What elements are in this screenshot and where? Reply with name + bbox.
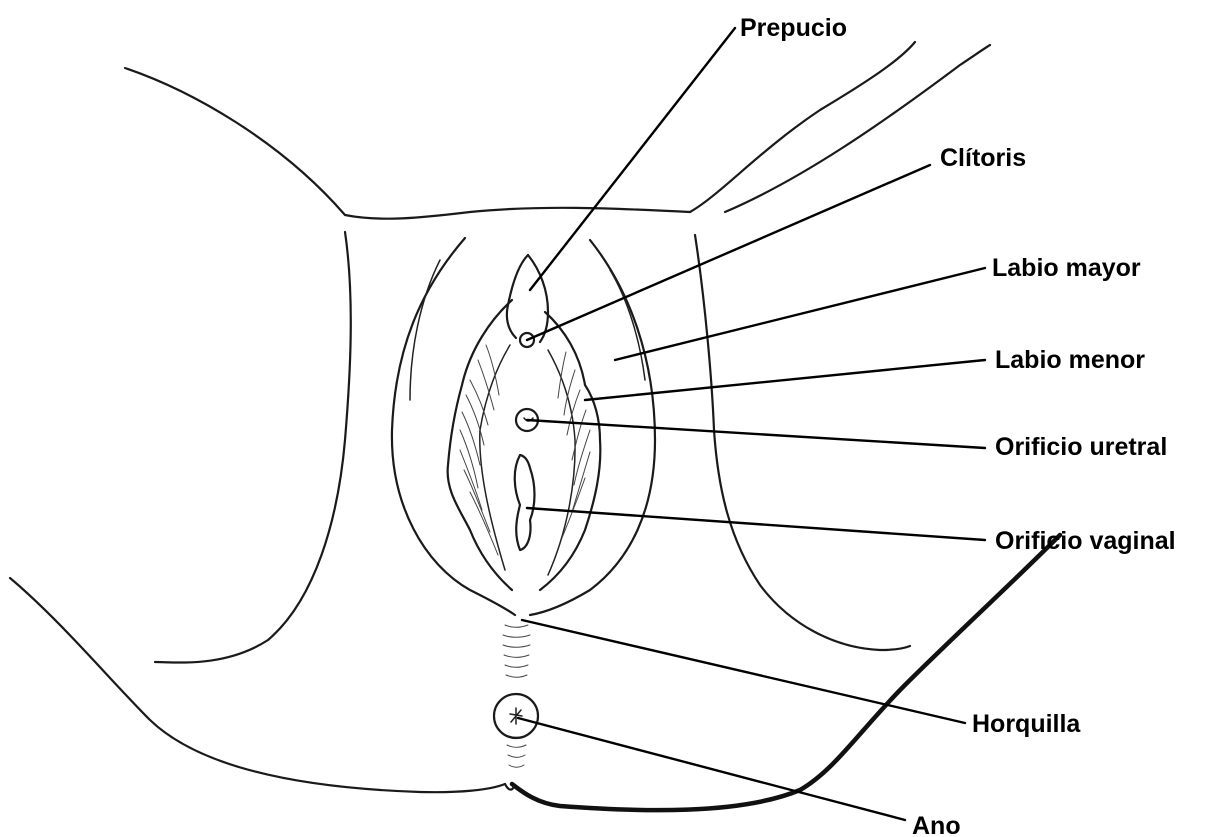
labels: Prepucio Clítoris Labio mayor Labio meno…	[740, 14, 1176, 837]
label-orificio-vaginal: Orificio vaginal	[995, 527, 1176, 555]
prepuce-hood-right	[528, 255, 548, 342]
abdomen-left-curve	[125, 68, 690, 219]
left-inner-crease	[410, 260, 440, 400]
leader-orificio-uretral	[527, 420, 985, 448]
prepuce-hood	[507, 255, 528, 338]
label-orificio-uretral: Orificio uretral	[995, 433, 1167, 461]
left-buttock-line	[10, 578, 505, 792]
leader-labio-mayor	[615, 268, 985, 360]
right-inner-crease	[610, 270, 645, 380]
label-prepucio: Prepucio	[740, 14, 847, 42]
label-labio-menor: Labio menor	[995, 346, 1145, 374]
right-hip-line	[725, 45, 990, 212]
label-clitoris: Clítoris	[940, 144, 1026, 172]
leader-lines	[518, 28, 985, 820]
labia-minora-right	[540, 312, 600, 590]
label-horquilla: Horquilla	[972, 710, 1081, 738]
label-labio-mayor: Labio mayor	[992, 254, 1141, 282]
leader-orificio-vaginal	[527, 508, 985, 540]
perineum	[494, 625, 538, 767]
vaginal-opening	[515, 455, 535, 550]
leader-ano	[518, 718, 905, 820]
vulva-openings	[515, 333, 538, 550]
leader-clitoris	[527, 165, 930, 340]
right-buttock-line	[512, 535, 1060, 810]
leader-horquilla	[522, 620, 965, 723]
left-thigh-fold	[155, 232, 351, 663]
anus-center	[510, 708, 522, 724]
leader-prepucio	[530, 28, 735, 290]
label-ano: Ano	[912, 812, 961, 837]
